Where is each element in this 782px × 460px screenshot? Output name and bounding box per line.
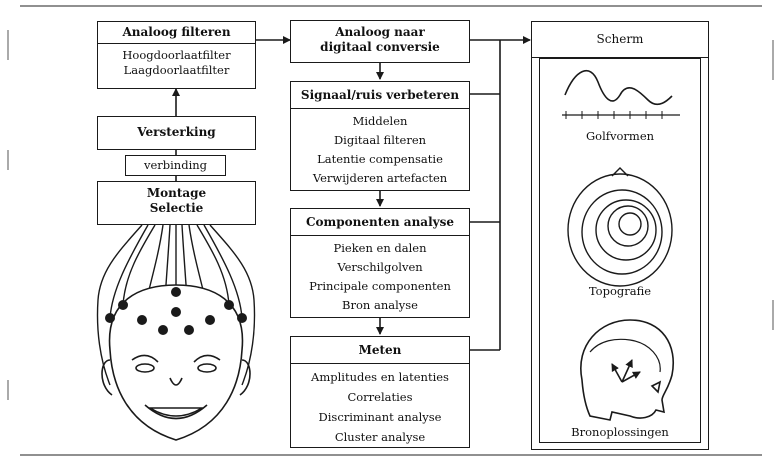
screen-title: Scherm: [532, 22, 708, 56]
screen-title-box: Scherm: [531, 21, 709, 57]
component-item: Bron analyse: [291, 296, 469, 315]
component-analysis-title: Componenten analyse: [291, 209, 469, 236]
topography-label: Topografie: [539, 284, 701, 298]
measurement-item: Cluster analyse: [291, 427, 469, 447]
selection-label: Selectie: [98, 201, 255, 216]
amplification-label: Versterking: [98, 117, 255, 148]
analog-filter-title: Analoog filteren: [98, 22, 255, 44]
snr-box: Signaal/ruis verbeteren Middelen Digitaa…: [290, 81, 470, 191]
screen-inner: [539, 58, 701, 443]
highpass-label: Hoogdoorlaatfilter: [98, 48, 255, 63]
component-analysis-box: Componenten analyse Pieken en dalen Vers…: [290, 208, 470, 318]
component-item: Pieken en dalen: [291, 239, 469, 258]
snr-item: Middelen: [291, 112, 469, 131]
montage-box: Montage Selectie: [97, 181, 256, 225]
measurement-box: Meten Amplitudes en latenties Correlatie…: [290, 336, 470, 448]
sources-label: Bronoplossingen: [539, 425, 701, 439]
measurement-title: Meten: [291, 337, 469, 364]
measurement-item: Correlaties: [291, 387, 469, 407]
component-item: Verschilgolven: [291, 258, 469, 277]
adc-line-1: Analoog naar: [291, 25, 469, 40]
snr-title: Signaal/ruis verbeteren: [291, 82, 469, 109]
connection-label: verbinding: [126, 156, 225, 174]
component-item: Principale componenten: [291, 277, 469, 296]
adc-box: Analoog naar digitaal conversie: [290, 20, 470, 63]
amplification-box: Versterking: [97, 116, 256, 150]
connection-box: verbinding: [125, 155, 226, 176]
lowpass-label: Laagdoorlaatfilter: [98, 63, 255, 78]
waveforms-label: Golfvormen: [539, 129, 701, 143]
measurement-item: Amplitudes en latenties: [291, 367, 469, 387]
snr-item: Verwijderen artefacten: [291, 169, 469, 188]
analog-filter-box: Analoog filteren Hoogdoorlaatfilter Laag…: [97, 21, 256, 89]
adc-line-2: digitaal conversie: [291, 40, 469, 55]
montage-label: Montage: [98, 186, 255, 201]
snr-item: Digitaal filteren: [291, 131, 469, 150]
snr-item: Latentie compensatie: [291, 150, 469, 169]
measurement-item: Discriminant analyse: [291, 407, 469, 427]
